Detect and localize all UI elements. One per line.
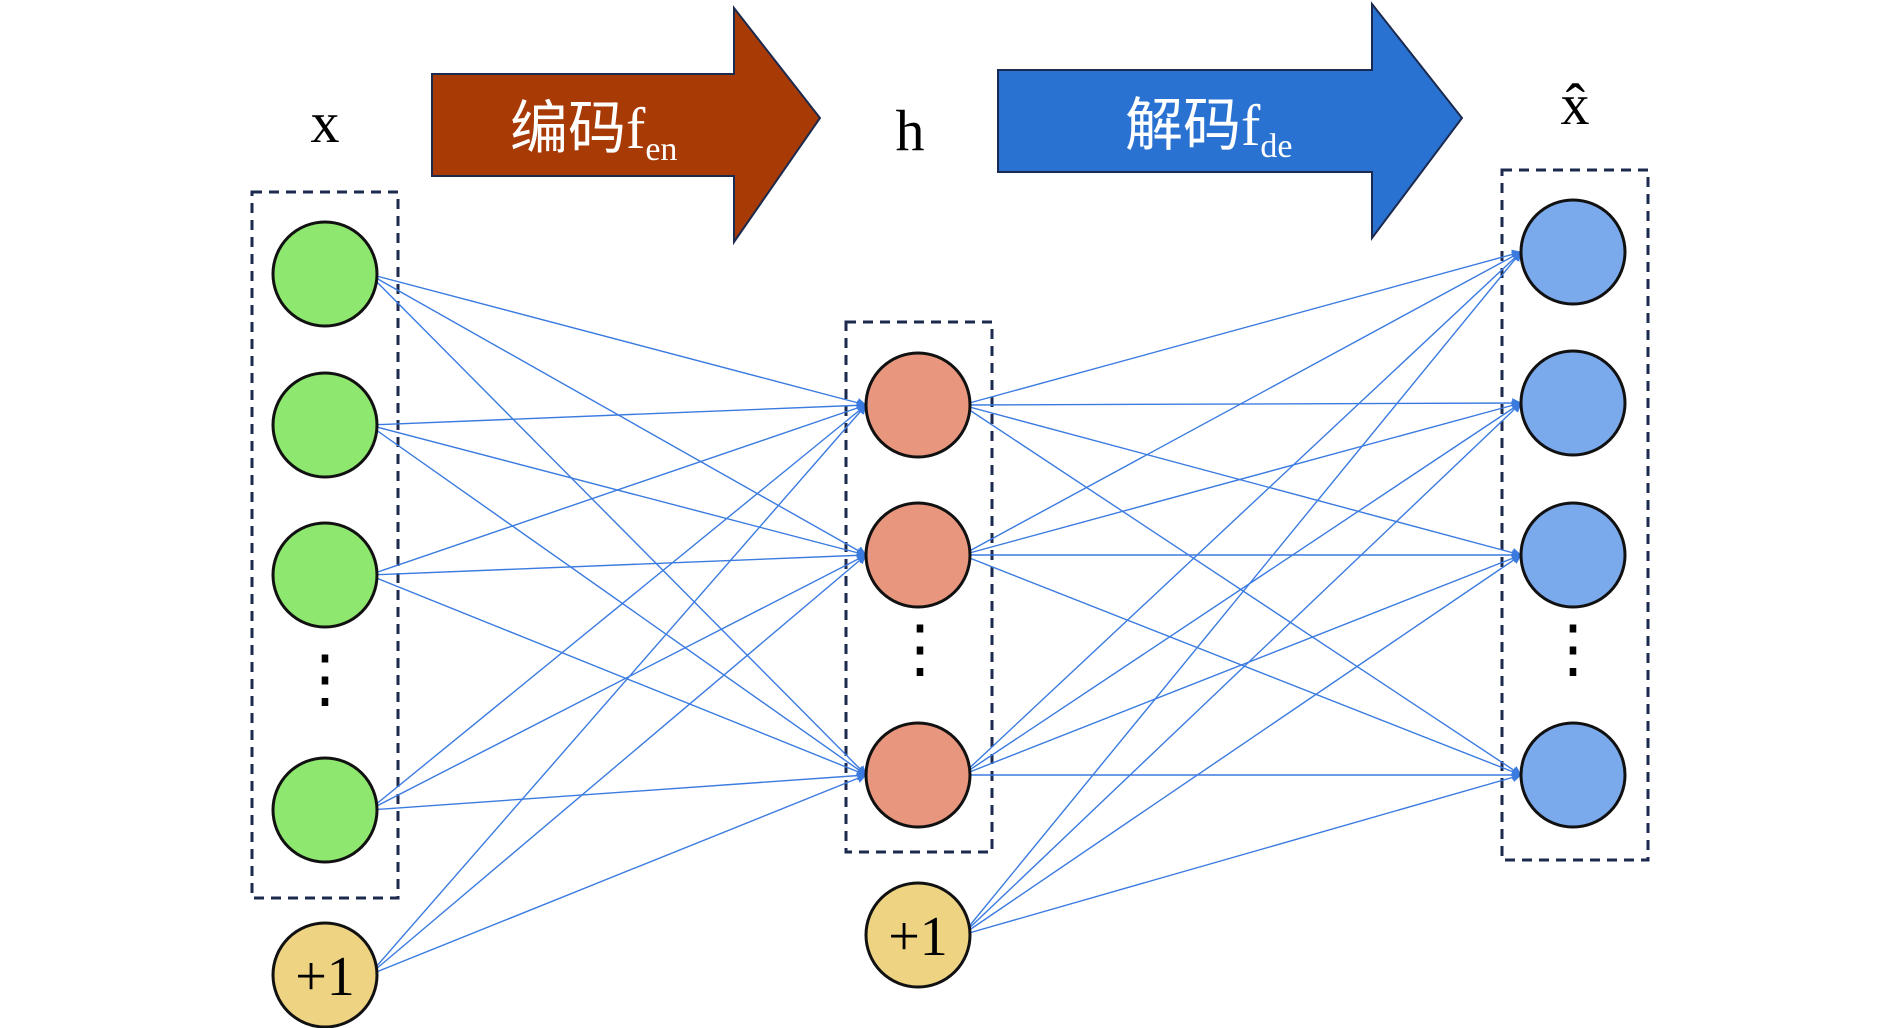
decoder-text: 解码 — [1125, 91, 1241, 159]
nodes: +1 +1 — [271, 198, 1627, 1028]
input-layer-box — [250, 190, 400, 900]
encoder-arrow-shape — [431, 5, 822, 246]
edge-hidden-2-output-2 — [961, 553, 1522, 776]
hidden-layer-label: h — [896, 98, 925, 163]
hidden-node-2 — [864, 501, 972, 609]
decoder-label: 解码fde — [1125, 91, 1292, 165]
edge-hidden-3-output-1 — [961, 402, 1522, 936]
output-node-3 — [1519, 501, 1627, 609]
edge-input-0-hidden-0 — [368, 273, 867, 408]
input-node-3 — [271, 521, 379, 629]
edge-hidden-0-output-0 — [961, 249, 1522, 406]
edge-input-3-hidden-0 — [368, 404, 867, 811]
decoder-sub: de — [1260, 128, 1292, 165]
edge-input-1-hidden-2 — [368, 424, 867, 776]
edge-input-4-hidden-1 — [368, 554, 867, 976]
edge-input-3-hidden-1 — [368, 554, 867, 811]
decoder-arrow: 解码fde — [997, 1, 1464, 241]
encoder-label: 编码fen — [510, 94, 677, 168]
input-node-1 — [271, 220, 379, 328]
decoder-arrow-shape — [997, 1, 1464, 241]
connections — [368, 249, 1522, 976]
edge-input-2-hidden-1 — [368, 550, 867, 576]
edge-hidden-1-output-0 — [961, 251, 1522, 556]
edge-hidden-0-output-2 — [961, 404, 1522, 558]
encoder-arrow: 编码fen — [431, 5, 822, 246]
hidden-bias-node-label: +1 — [888, 906, 948, 968]
hidden-node-3 — [864, 721, 972, 829]
edge-input-3-hidden-2 — [368, 770, 867, 811]
output-node-1 — [1519, 198, 1627, 306]
edge-input-4-hidden-0 — [368, 404, 867, 976]
edge-hidden-3-output-0 — [961, 251, 1522, 936]
output-ellipsis: ⋮ — [1541, 613, 1605, 684]
edge-input-0-hidden-2 — [368, 273, 867, 776]
edge-hidden-0-output-3 — [961, 404, 1522, 776]
edge-hidden-3-output-3 — [961, 772, 1522, 936]
edge-input-2-hidden-2 — [368, 574, 867, 777]
output-layer-box — [1500, 168, 1650, 862]
edge-hidden-1-output-1 — [961, 400, 1522, 556]
hidden-layer-box — [844, 320, 994, 854]
hidden-ellipsis: ⋮ — [888, 613, 952, 684]
encoder-text: 编码 — [510, 94, 626, 162]
decoder-func: f — [1241, 93, 1261, 158]
edge-input-1-hidden-0 — [368, 400, 867, 426]
input-ellipsis: ⋮ — [293, 643, 357, 714]
encoder-sub: en — [645, 131, 677, 168]
input-layer-label: x — [311, 90, 340, 155]
input-bias-node-label: +1 — [295, 946, 355, 1008]
edge-hidden-2-output-1 — [961, 402, 1522, 776]
edge-input-4-hidden-2 — [368, 773, 867, 976]
output-node-2 — [1519, 349, 1627, 457]
hidden-bias-node — [864, 881, 972, 989]
hidden-node-1 — [864, 351, 972, 459]
edge-hidden-3-output-2 — [961, 554, 1522, 936]
output-layer-label: x̂ — [1561, 72, 1590, 137]
edge-input-2-hidden-0 — [368, 403, 867, 576]
edge-hidden-2-output-0 — [961, 251, 1522, 776]
input-bias-node — [271, 921, 379, 1028]
encoder-func: f — [626, 96, 646, 161]
input-node-4 — [271, 756, 379, 864]
input-node-2 — [271, 371, 379, 479]
output-node-4 — [1519, 721, 1627, 829]
